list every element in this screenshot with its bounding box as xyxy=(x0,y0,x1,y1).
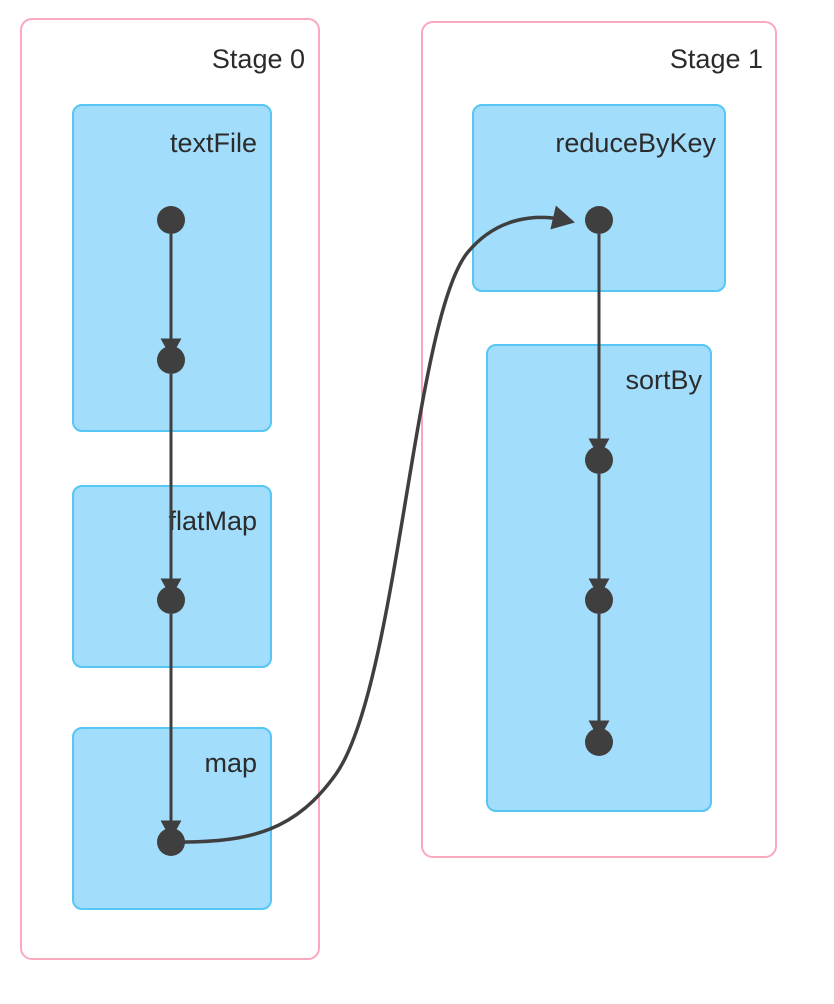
stage-label-0: Stage 0 xyxy=(211,44,305,74)
op-label-flatmap: flatMap xyxy=(168,506,257,536)
op-box-sortby[interactable] xyxy=(486,344,712,812)
op-label-map: map xyxy=(204,748,257,778)
op-label-sortby: sortBy xyxy=(625,365,702,395)
stage-label-1: Stage 1 xyxy=(669,44,763,74)
op-label-textfile: textFile xyxy=(169,128,257,158)
op-label-reducebykey: reduceByKey xyxy=(555,128,716,158)
